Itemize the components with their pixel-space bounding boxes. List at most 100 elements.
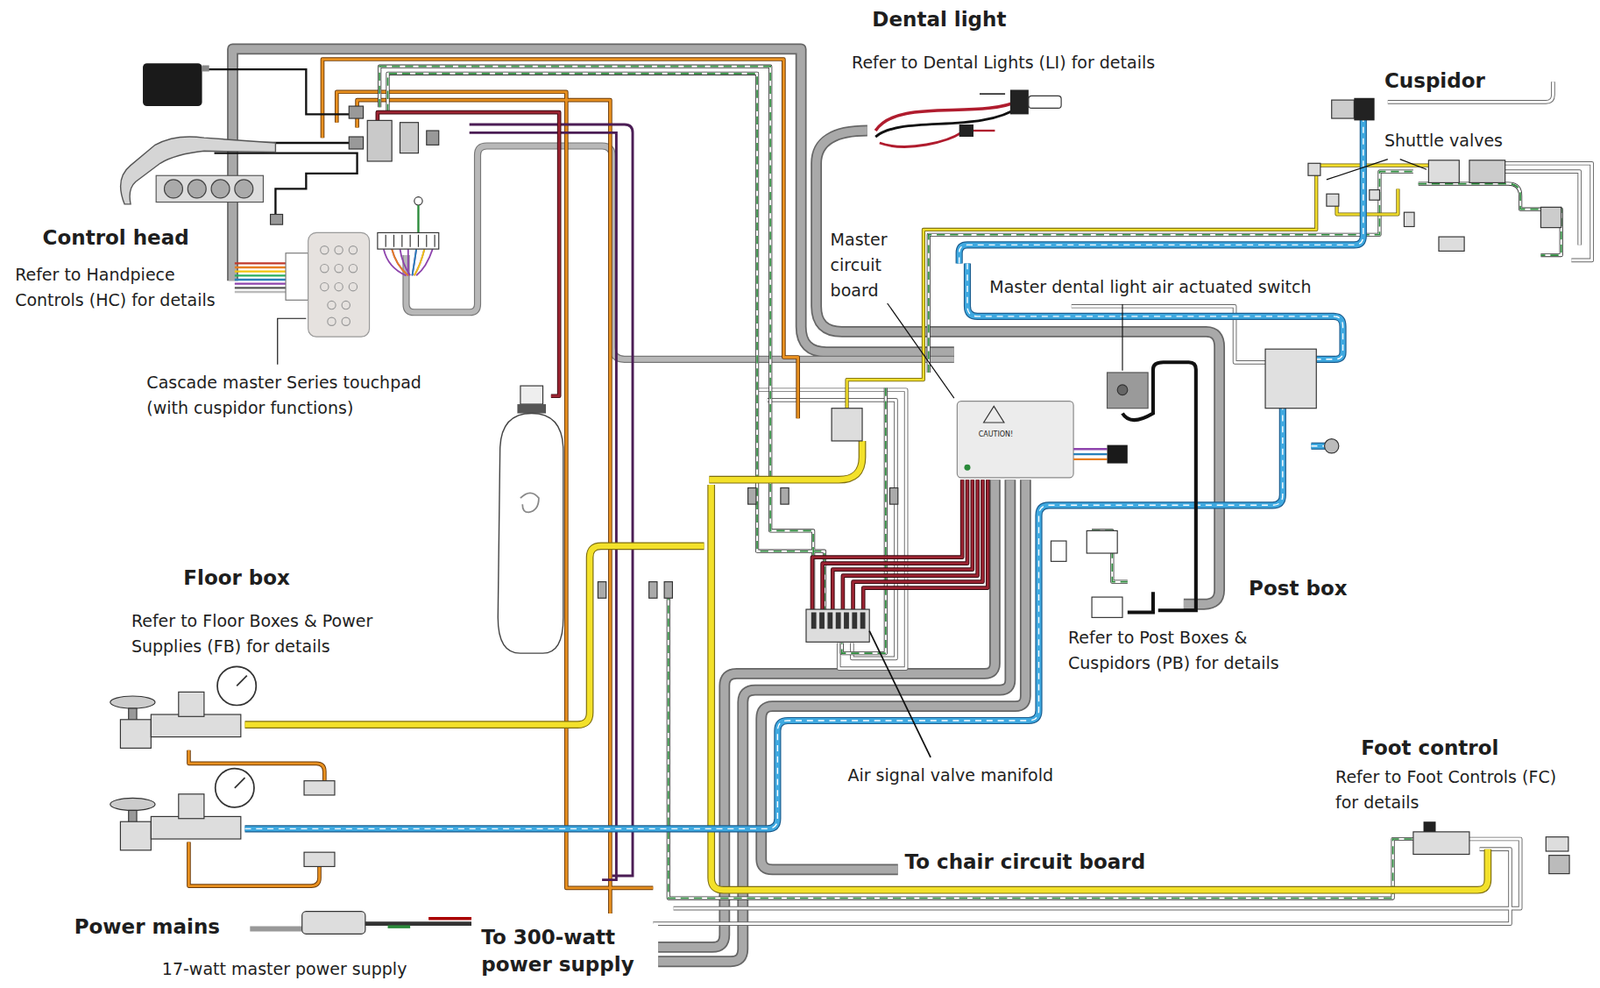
cuspidor-valve xyxy=(1469,160,1506,184)
leader-line xyxy=(883,297,954,398)
shutoff-valve xyxy=(120,821,151,850)
section-title: Cuspidor xyxy=(1382,67,1487,95)
tube-stripe xyxy=(244,113,1363,829)
coupling xyxy=(889,488,898,505)
key xyxy=(348,282,357,291)
ribbon-wire xyxy=(234,290,289,293)
quick-disconnect xyxy=(1324,438,1339,454)
connector xyxy=(348,136,363,149)
shuttle-valve xyxy=(1428,160,1459,184)
fitting xyxy=(1369,190,1381,201)
light-socket xyxy=(1010,89,1029,114)
valve xyxy=(1438,236,1465,251)
ribbon-wire xyxy=(1073,453,1107,455)
fitting xyxy=(270,213,284,225)
wire xyxy=(391,248,409,276)
manifold-body xyxy=(150,714,241,737)
coupling xyxy=(664,581,673,599)
reference-note: Refer to Dental Lights (LI) for details xyxy=(849,49,1157,76)
bottle-cap xyxy=(520,385,544,404)
section-title: Foot control xyxy=(1359,734,1501,762)
terminal-ticks xyxy=(385,234,435,248)
valve-stem xyxy=(128,707,137,721)
key xyxy=(327,300,336,309)
part-label: Cascade master Series touchpad (with cus… xyxy=(144,369,447,421)
tube-fill xyxy=(405,145,954,359)
section-title: Power mains xyxy=(72,913,222,941)
section-title: To 300-watt power supply xyxy=(479,923,659,978)
foot-control-knob xyxy=(1423,821,1437,832)
leader-line xyxy=(1326,159,1427,180)
valve-stem xyxy=(128,809,137,822)
key xyxy=(334,264,343,273)
reference-note: Refer to Post Boxes & Cuspidors (PB) for… xyxy=(1066,624,1333,676)
power-cord xyxy=(365,920,472,926)
tube-outline xyxy=(244,440,1487,890)
ribbon-wire xyxy=(1073,447,1107,450)
key xyxy=(320,246,329,255)
shuttle-valve xyxy=(1308,162,1321,176)
water-bottle xyxy=(497,413,564,654)
air-switch xyxy=(1107,372,1149,409)
manifold-body xyxy=(150,815,241,839)
section-title: To chair circuit board xyxy=(903,848,1148,876)
ground-wire xyxy=(388,924,411,928)
circuit-board xyxy=(956,401,1074,478)
tube-outline xyxy=(377,112,988,612)
bottle-band xyxy=(516,403,546,413)
part-label: Master circuit board xyxy=(828,226,912,304)
pressure-gauge xyxy=(215,768,255,808)
button xyxy=(187,179,206,199)
valve-block xyxy=(400,122,419,154)
foot-switch xyxy=(1549,855,1570,874)
fitting xyxy=(202,65,210,72)
key xyxy=(327,317,336,326)
handwheel xyxy=(110,797,156,810)
warning-triangle xyxy=(984,405,1005,423)
tube-fill xyxy=(244,440,1487,890)
board-connector xyxy=(1107,445,1128,464)
part-label: Master dental light air actuated switch xyxy=(987,274,1313,300)
ground-wire xyxy=(417,205,419,233)
key xyxy=(334,246,343,255)
button-block xyxy=(155,175,263,202)
purple-wire xyxy=(469,124,633,880)
fitting xyxy=(1403,212,1415,227)
part-label: 17-watt master power supply xyxy=(160,955,410,982)
section-title: Floor box xyxy=(181,564,292,592)
connector xyxy=(426,130,439,145)
button xyxy=(234,179,254,199)
wire xyxy=(973,129,995,132)
coupling xyxy=(597,581,606,599)
post-connector xyxy=(1091,596,1123,617)
reference-note: Refer to Handpiece Controls (HC) for det… xyxy=(13,261,227,313)
gauge-needle xyxy=(236,675,248,687)
handpiece xyxy=(120,136,277,205)
key xyxy=(341,317,350,326)
coupling xyxy=(649,581,658,599)
valve xyxy=(1540,206,1561,227)
power-wire xyxy=(428,916,472,920)
section-title: Control head xyxy=(41,224,192,252)
cuspidor-valve xyxy=(1331,99,1355,119)
wire xyxy=(414,248,425,276)
terminal-block xyxy=(377,232,439,249)
solenoid xyxy=(178,691,205,716)
wire xyxy=(979,92,1006,95)
key xyxy=(348,246,357,255)
terminal-block xyxy=(1050,540,1066,561)
indicator xyxy=(963,464,970,471)
tube-outline xyxy=(244,113,1363,829)
bottle-logo xyxy=(520,492,539,512)
power-supply xyxy=(302,911,366,935)
dental-light-wire xyxy=(879,132,962,147)
dental-light-wire xyxy=(875,106,1020,137)
key xyxy=(334,282,343,291)
post-connector xyxy=(1086,530,1118,553)
solenoid xyxy=(178,793,205,819)
pressure-gauge xyxy=(217,665,256,705)
key xyxy=(348,264,357,273)
light-bulb xyxy=(1028,95,1062,108)
tube-outline xyxy=(405,145,954,359)
